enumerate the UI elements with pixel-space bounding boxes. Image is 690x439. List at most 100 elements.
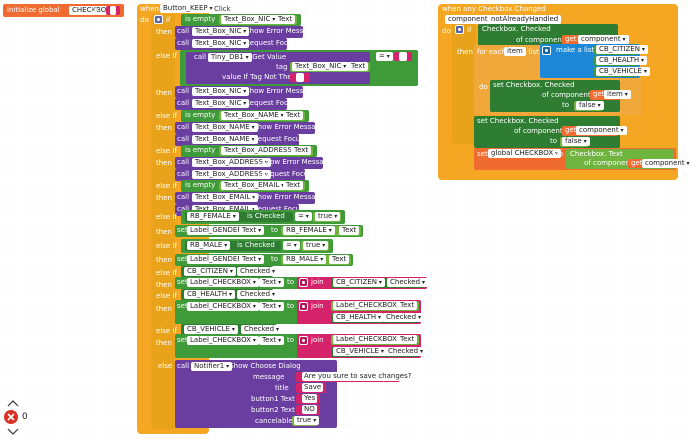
button2-string[interactable]: NO <box>296 405 320 415</box>
set-global-checkbox[interactable]: set global CHECKBOX to Checkbox. Text of… <box>474 148 690 170</box>
checkbox-checked-getter[interactable]: CB_CITIZEN Checked <box>331 278 428 288</box>
request-focus-call[interactable]: call Text_Box_NAME .Request Focus <box>175 134 304 146</box>
text-getter[interactable]: Text_Box_NIC Text <box>290 62 370 72</box>
text-prop-dropdown[interactable]: Text <box>239 255 265 264</box>
text-getter[interactable]: Text_Box_NIC Text <box>219 15 297 25</box>
set-checkbox-checked[interactable]: set Checkbox. Checked of component get c… <box>474 116 627 148</box>
checked-prop-dropdown[interactable]: Checked <box>387 278 428 287</box>
tinydb-dropdown[interactable]: Tiny_DB1 <box>208 53 252 62</box>
mutator-gear-icon[interactable] <box>299 336 308 345</box>
operator-dropdown[interactable]: = <box>283 241 300 250</box>
cb-citizen-dropdown[interactable]: CB_CITIZEN <box>184 267 236 276</box>
label-checkbox-dropdown[interactable]: Label_CHECKBOX <box>333 335 405 344</box>
var-dropdown[interactable]: component <box>642 159 690 168</box>
label-gender-dropdown[interactable]: Label_GENDER <box>187 226 251 235</box>
false-dropdown[interactable]: false <box>562 137 590 146</box>
get-item-block[interactable]: get item <box>590 90 631 100</box>
is-empty-block[interactable]: is empty Text_Box_EMAIL Text <box>181 180 309 192</box>
component-dropdown[interactable]: Text_Box_NIC <box>192 87 250 96</box>
message-value[interactable]: Are you sure to save changes? <box>302 372 414 381</box>
var-dropdown[interactable]: item <box>604 90 631 99</box>
text-getter[interactable]: Text_Box_ADDRESS Text <box>219 146 313 156</box>
compare-block[interactable]: RB_FEMALE is Checked = true <box>181 210 345 224</box>
rb-female-dropdown[interactable]: RB_FEMALE <box>283 226 335 235</box>
text-getter[interactable]: Label_CHECKBOX Text <box>331 335 419 345</box>
param-component[interactable]: component <box>445 15 491 24</box>
if-else-block[interactable] <box>151 14 175 429</box>
button1-string[interactable]: Yes <box>296 394 320 404</box>
checked-prop-dropdown[interactable]: Checked <box>237 267 278 276</box>
var-dropdown[interactable]: component <box>578 35 629 44</box>
request-focus-call[interactable]: call Text_Box_ADDRESS .Request Focus <box>175 169 312 181</box>
text-getter[interactable]: Label_CHECKBOX Text <box>331 301 419 311</box>
list-item-component[interactable]: CB_HEALTH <box>594 56 648 66</box>
error-icon[interactable] <box>4 410 18 424</box>
operator-dropdown[interactable]: = <box>376 52 393 61</box>
false-block[interactable]: false <box>560 137 590 147</box>
rb-male-dropdown[interactable]: RB_MALE <box>283 255 327 264</box>
request-focus-call[interactable]: call Text_Box_NIC .Request Focus <box>175 38 296 50</box>
label-checkbox-dropdown[interactable]: Label_CHECKBOX <box>187 278 259 287</box>
join-block[interactable]: join CB_CITIZEN Checked <box>297 277 428 289</box>
is-empty-block[interactable]: is empty Text_Box_ADDRESS Text <box>181 145 317 157</box>
button1-value[interactable]: Yes <box>302 394 318 403</box>
cb-citizen-dropdown[interactable]: CB_CITIZEN <box>596 45 648 54</box>
component-dropdown[interactable]: Text_Box_NIC <box>192 27 250 36</box>
label-checkbox-dropdown[interactable]: Label_CHECKBOX <box>187 336 259 345</box>
tinydb-getvalue-call[interactable]: call Tiny_DB1 .Get Value tag Text_Box_NI… <box>186 52 370 84</box>
checkbox-checked-getter[interactable]: CB_HEALTH Checked <box>331 313 424 323</box>
if-block[interactable] <box>452 24 476 144</box>
event-component-dropdown[interactable]: Button_KEEP <box>160 4 216 13</box>
checked-prop-dropdown[interactable]: Checked <box>237 290 278 299</box>
empty-string-block[interactable] <box>394 52 412 61</box>
set-label-text-block[interactable]: set Label_CHECKBOX Text to join Label_CH… <box>175 334 426 358</box>
cb-vehicle-dropdown[interactable]: CB_VEHICLE <box>596 67 650 76</box>
global-name-field[interactable]: CHECKBOX <box>69 6 114 15</box>
checkbox-text-getter[interactable]: Checkbox. Text of component get componen… <box>566 149 690 169</box>
var-dropdown[interactable]: component <box>576 126 627 135</box>
component-dropdown[interactable]: Text_Box_EMAIL <box>192 193 259 202</box>
checkbox-checked-getter[interactable]: CB_CITIZEN Checked <box>181 266 278 277</box>
set-label-text-block[interactable]: set Label_CHECKBOX Text to join CB_CITIZ… <box>175 277 428 289</box>
checkbox-checked-of-component[interactable]: Checkbox. Checked of component get compo… <box>478 24 629 46</box>
text-prop-dropdown[interactable]: Text <box>259 336 285 345</box>
title-string[interactable]: Save <box>296 383 326 393</box>
text-getter[interactable]: Text_Box_NAME Text <box>219 111 305 121</box>
text-getter[interactable]: RB_FEMALE Text <box>281 226 361 236</box>
is-checked-getter[interactable]: RB_FEMALE is Checked <box>185 212 293 222</box>
text-prop-dropdown[interactable]: Text <box>239 226 265 235</box>
zoom-down-icon[interactable] <box>6 427 20 437</box>
textbox-name-dropdown[interactable]: Text_Box_NAME <box>221 111 287 120</box>
true-dropdown[interactable]: true <box>315 212 341 221</box>
rb-male-dropdown[interactable]: RB_MALE <box>187 241 231 250</box>
component-dropdown[interactable]: Text_Box_NAME <box>192 135 258 144</box>
textbox-nic-dropdown[interactable]: Text_Box_NIC <box>221 15 279 24</box>
show-error-call[interactable]: call Text_Box_ADDRESS .Show Error Messag… <box>175 157 332 169</box>
list-item-component[interactable]: CB_CITIZEN <box>594 45 648 55</box>
component-dropdown[interactable]: Text_Box_NIC <box>192 39 250 48</box>
get-component-block[interactable]: get component <box>562 126 627 136</box>
set-label-text-block[interactable]: set Label_GENDER Text to RB_MALE Text <box>175 254 353 266</box>
request-focus-call[interactable]: call Text_Box_NIC .Request Focus <box>175 98 296 110</box>
global-var-dropdown[interactable]: global CHECKBOX <box>488 149 562 158</box>
textbox-nic-dropdown[interactable]: Text_Box_NIC <box>292 62 350 71</box>
item-param[interactable]: item <box>504 47 526 56</box>
operator-dropdown[interactable]: = <box>295 212 312 221</box>
cb-vehicle-dropdown[interactable]: CB_VEHICLE <box>333 347 387 356</box>
compare-block[interactable]: RB_MALE is Checked = true <box>181 239 333 253</box>
textbox-address-dropdown[interactable]: Text_Box_ADDRESS <box>221 146 300 155</box>
label-checkbox-dropdown[interactable]: Label_CHECKBOX <box>187 302 259 311</box>
show-error-call[interactable]: call Text_Box_NAME .Show Error Message <box>175 122 324 134</box>
component-dropdown[interactable]: Text_Box_ADDRESS <box>192 158 271 167</box>
true-block[interactable]: true <box>313 212 341 222</box>
message-string[interactable]: Are you sure to save changes? <box>296 372 414 382</box>
cb-vehicle-dropdown[interactable]: CB_VEHICLE <box>184 325 238 334</box>
text-getter[interactable]: RB_MALE Text <box>281 255 351 265</box>
cb-health-dropdown[interactable]: CB_HEALTH <box>596 56 648 65</box>
show-error-call[interactable]: call Text_Box_NIC .Show Error Message <box>175 86 316 98</box>
mutator-gear-icon[interactable] <box>542 46 551 55</box>
show-error-call[interactable]: call Text_Box_EMAIL .Show Error Message <box>175 192 324 204</box>
empty-string-block[interactable] <box>290 73 310 82</box>
zoom-up-icon[interactable] <box>6 398 20 408</box>
mutator-gear-icon[interactable] <box>299 302 308 311</box>
